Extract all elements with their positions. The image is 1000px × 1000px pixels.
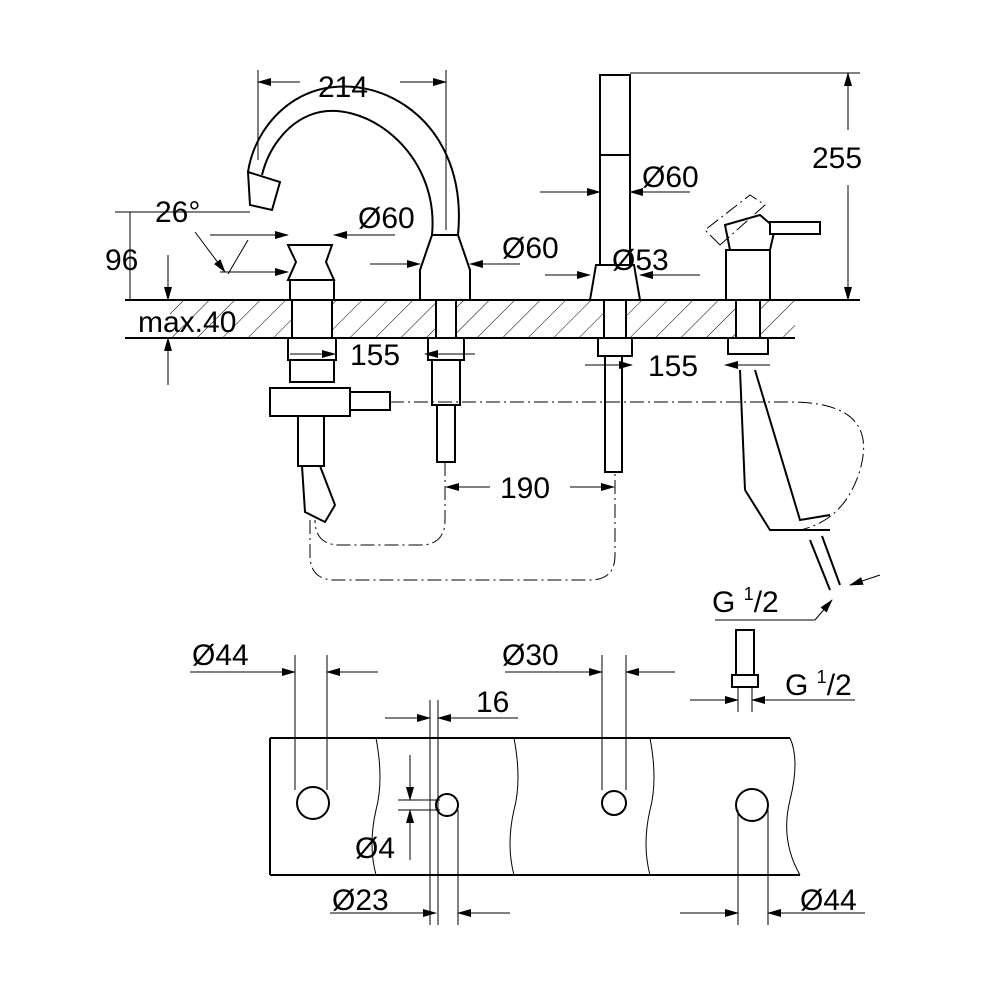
dim-60-c: Ø60 [540,161,699,196]
svg-text:26°: 26° [155,196,200,229]
dim-thread-lower: G 1/2 [690,667,855,704]
left-valve [269,244,391,524]
dim-max-40: max.40 [138,255,236,385]
hose-path-mid [314,462,446,546]
svg-text:Ø60: Ø60 [642,161,699,194]
svg-text:Ø30: Ø30 [502,639,559,672]
svg-text:Ø60: Ø60 [502,232,559,265]
dim-155-left: 155 [290,339,475,372]
svg-text:Ø4: Ø4 [355,832,395,865]
dim-30: Ø30 [502,639,675,676]
dim-44-right: Ø44 [680,884,865,917]
svg-text:214: 214 [318,71,368,104]
svg-text:Ø23: Ø23 [332,884,389,917]
dim-60-a: Ø60 [210,202,415,276]
dim-60-b: Ø60 [370,232,559,268]
svg-text:G 1/2: G 1/2 [712,584,779,619]
svg-text:16: 16 [476,686,509,719]
svg-text:96: 96 [105,244,138,277]
dim-16: 16 [385,686,518,722]
svg-text:190: 190 [500,472,550,505]
svg-text:Ø44: Ø44 [192,639,249,672]
dim-26-deg: 26° [115,196,250,275]
svg-text:G 1/2: G 1/2 [785,667,852,702]
dim-255: 255 [630,72,862,301]
dim-23: Ø23 [330,884,510,917]
dim-214: 214 [257,70,447,230]
svg-text:Ø53: Ø53 [612,244,669,277]
dim-155-right: 155 [585,350,770,383]
hose-path-left [309,472,616,581]
dim-53: Ø53 [545,244,700,279]
hole-44-left [296,786,330,820]
hole-23 [435,793,459,817]
dim-thread-upper: G 1/2 [712,574,881,621]
svg-text:155: 155 [648,350,698,383]
right-mixer [704,194,841,591]
dim-96: 96 [105,212,138,300]
svg-text:Ø60: Ø60 [358,202,415,235]
hose-path-right [390,401,865,531]
plan-view [269,629,801,925]
dim-190: 190 [445,472,615,505]
svg-text:255: 255 [812,142,862,175]
svg-text:Ø44: Ø44 [800,884,857,917]
hand-shower [588,74,642,473]
hole-44-right [735,788,769,822]
svg-text:155: 155 [350,339,400,372]
dim-4: Ø4 [355,755,440,865]
hole-30 [601,790,627,816]
dim-44-left: Ø44 [190,639,378,676]
svg-text:max.40: max.40 [138,306,236,339]
